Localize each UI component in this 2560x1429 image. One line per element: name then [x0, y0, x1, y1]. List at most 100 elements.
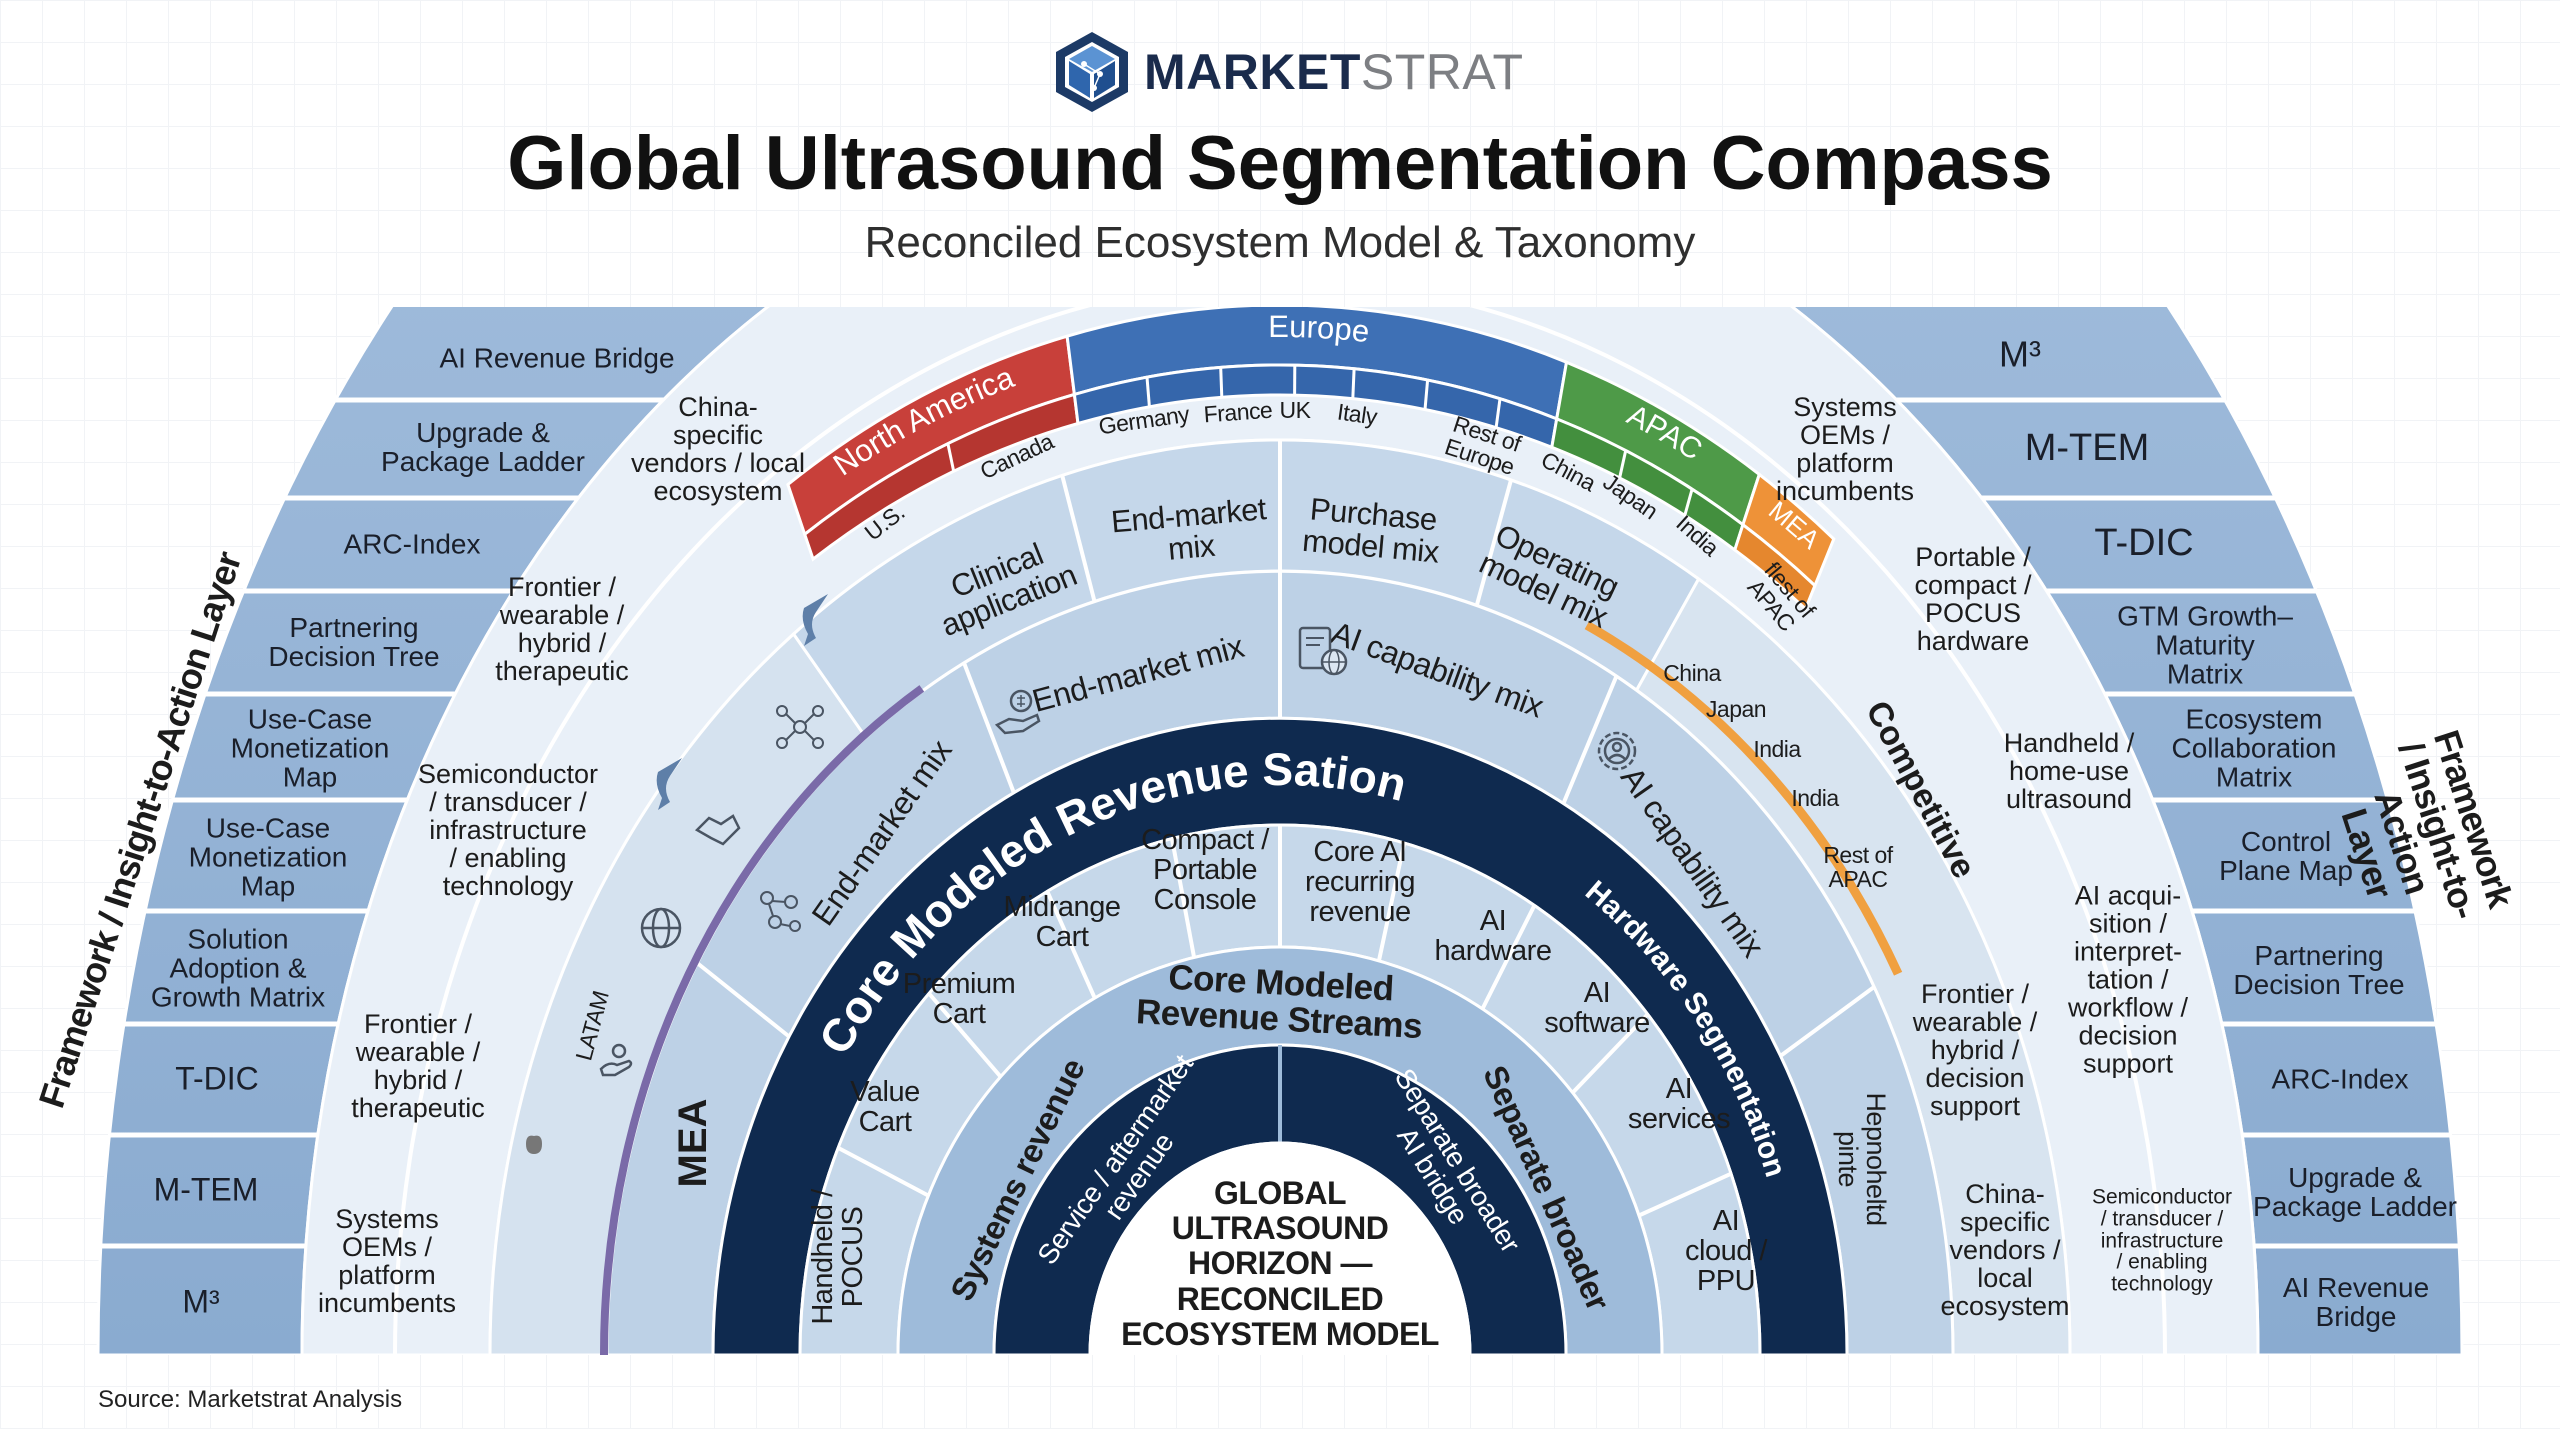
- framework-band: [96, 307, 2464, 1355]
- orange-region-arc: [1584, 621, 1903, 976]
- framework-item[interactable]: Control Plane Map: [2219, 825, 2353, 886]
- segment-divider: [1170, 838, 1197, 958]
- segment-divider: [1480, 904, 1537, 1010]
- dimension-label[interactable]: End-market mix: [1109, 491, 1268, 567]
- framework-item[interactable]: Upgrade & Package Ladder: [2253, 1161, 2457, 1222]
- handshake-icon: [694, 814, 741, 846]
- cube-logo-icon: [1056, 32, 1128, 112]
- segment-divider: [1638, 1171, 1732, 1218]
- segment-label[interactable]: Core AI recurring revenue: [1305, 835, 1415, 929]
- ecosystem-label: Systems OEMs / platform incumbents: [1775, 391, 1915, 507]
- country-divider: [1145, 377, 1151, 407]
- segment-label[interactable]: Midrange Cart: [1003, 890, 1121, 953]
- segment-label[interactable]: AI services: [1627, 1072, 1731, 1135]
- brand-name-bold: MARKET: [1144, 44, 1361, 100]
- framework-item[interactable]: T-DIC: [2094, 522, 2194, 565]
- segment-label[interactable]: AI software: [1544, 976, 1650, 1039]
- mix-divider: [695, 961, 791, 1039]
- framework-item[interactable]: M-TEM: [2024, 427, 2150, 470]
- page-title: Global Ultrasound Segmentation Compass: [507, 121, 2053, 206]
- ecosystem-label: Handheld / home-use ultrasound: [2003, 727, 2135, 815]
- ecosystem-label: Systems OEMs / platform incumbents: [317, 1203, 457, 1319]
- country-divider: [1494, 398, 1502, 428]
- framework-item[interactable]: GTM Growth– Maturity Matrix: [2117, 600, 2293, 690]
- ecosystem-label: Frontier / wearable / hybrid / decision …: [1912, 978, 2038, 1122]
- ecosystem-label: Semiconductor / transducer / infrastruct…: [417, 758, 599, 902]
- source-note: Source: Marketstrat Analysis: [98, 1386, 403, 1413]
- country-divider: [1219, 367, 1224, 398]
- segment-label[interactable]: Value Cart: [850, 1075, 920, 1138]
- hand-coin-icon: [994, 689, 1041, 735]
- apac-country: China: [1663, 660, 1721, 687]
- gear-person-icon: [1597, 731, 1637, 771]
- framework-item[interactable]: T-DIC: [175, 1060, 259, 1097]
- ecosystem-sub-divider: [393, 307, 2167, 1355]
- country-divider: [946, 443, 956, 472]
- ecosystem-label: Frontier / wearable / hybrid / therapeut…: [495, 571, 629, 687]
- brand-wordmark: MARKETSTRAT: [1144, 43, 1524, 101]
- network-icon: [776, 705, 824, 749]
- segment-label[interactable]: AI cloud / PPU: [1685, 1204, 1767, 1298]
- mea-label: MEA: [671, 1098, 716, 1188]
- segment-divider: [1376, 842, 1407, 962]
- segment-divider: [1045, 890, 1097, 1000]
- region-europe: Europe: [1268, 309, 1371, 349]
- framework-item[interactable]: ARC-Index: [343, 528, 481, 560]
- dimension-label[interactable]: Purchase model mix: [1301, 491, 1441, 570]
- brand-name-light: STRAT: [1360, 44, 1524, 100]
- country-label[interactable]: France: [1202, 396, 1274, 428]
- center-core: [1088, 1141, 1472, 1355]
- page-subtitle: Reconciled Ecosystem Model & Taxonomy: [864, 218, 1696, 267]
- framework-item[interactable]: Use-Case Monetization Map: [188, 812, 348, 902]
- framework-item[interactable]: M³: [182, 1283, 220, 1320]
- apac-country: Rest of APAC: [1823, 842, 1893, 892]
- segment-label[interactable]: Handheld / POCUS: [806, 1189, 869, 1325]
- country-label[interactable]: UK: [1279, 397, 1311, 424]
- segment-label[interactable]: Compact / Portable Console: [1141, 823, 1269, 917]
- purple-region-arc: [600, 685, 925, 1355]
- apple-icon: [526, 1135, 542, 1154]
- apac-country: Japan: [1705, 696, 1767, 723]
- care-hand-icon: [599, 1043, 633, 1077]
- globe-icon: [640, 907, 682, 949]
- framework-item[interactable]: Partnering Decision Tree: [2233, 939, 2405, 1000]
- segment-label[interactable]: AI hardware: [1434, 904, 1552, 967]
- dimension-divider: [1474, 479, 1513, 606]
- apac-country: India: [1791, 785, 1839, 812]
- molecule-icon: [760, 891, 801, 932]
- segment-divider: [1571, 1012, 1650, 1095]
- streams-title: Core Modeled Revenue Streams: [1135, 957, 1424, 1047]
- framework-item[interactable]: M³: [1999, 333, 2041, 375]
- apac-country: India: [1753, 736, 1801, 763]
- curved-arrow-icon: [802, 594, 828, 646]
- ecosystem-label: AI acqui- sition / interpret- tation / w…: [2067, 880, 2189, 1080]
- framework-item[interactable]: Upgrade & Package Ladder: [381, 416, 585, 477]
- ecosystem-label: Frontier / wearable / hybrid / therapeut…: [351, 1008, 485, 1124]
- curved-arrow-icon: [656, 758, 682, 810]
- country-divider: [1618, 450, 1628, 479]
- segment-label[interactable]: Premium Cart: [902, 967, 1016, 1030]
- framework-item[interactable]: Solution Adoption & Growth Matrix: [150, 923, 326, 1013]
- country-divider: [1423, 379, 1430, 410]
- framework-item[interactable]: AI Revenue Bridge: [439, 342, 675, 374]
- dimension-divider: [1060, 474, 1097, 602]
- framework-item[interactable]: Use-Case Monetization Map: [230, 703, 390, 793]
- center-title: GLOBAL ULTRASOUND HORIZON — RECONCILED E…: [1121, 1175, 1439, 1352]
- mix-divider: [1779, 985, 1876, 1058]
- mix-divider: [962, 662, 1016, 794]
- framework-item[interactable]: Ecosystem Collaboration Matrix: [2171, 703, 2337, 793]
- document-globe-icon: [1298, 626, 1348, 676]
- ecosystem-label: China- specific vendors / local ecosyste…: [630, 391, 806, 507]
- framework-item[interactable]: ARC-Index: [2271, 1063, 2409, 1095]
- framework-item[interactable]: M-TEM: [153, 1171, 259, 1208]
- ecosystem-label: China- specific vendors / local ecosyste…: [1940, 1178, 2070, 1322]
- segment-divider: [837, 1146, 930, 1198]
- country-band: [1733, 522, 1817, 612]
- mix-divider: [1561, 675, 1619, 805]
- ecosystem-label: Semiconductor / transducer / infrastruct…: [2091, 1185, 2233, 1296]
- framework-item[interactable]: AI Revenue Bridge: [2282, 1271, 2430, 1332]
- framework-item[interactable]: Partnering Decision Tree: [268, 611, 440, 672]
- segment-divider: [927, 992, 1003, 1079]
- brand-logo: MARKETSTRAT: [1052, 30, 1524, 114]
